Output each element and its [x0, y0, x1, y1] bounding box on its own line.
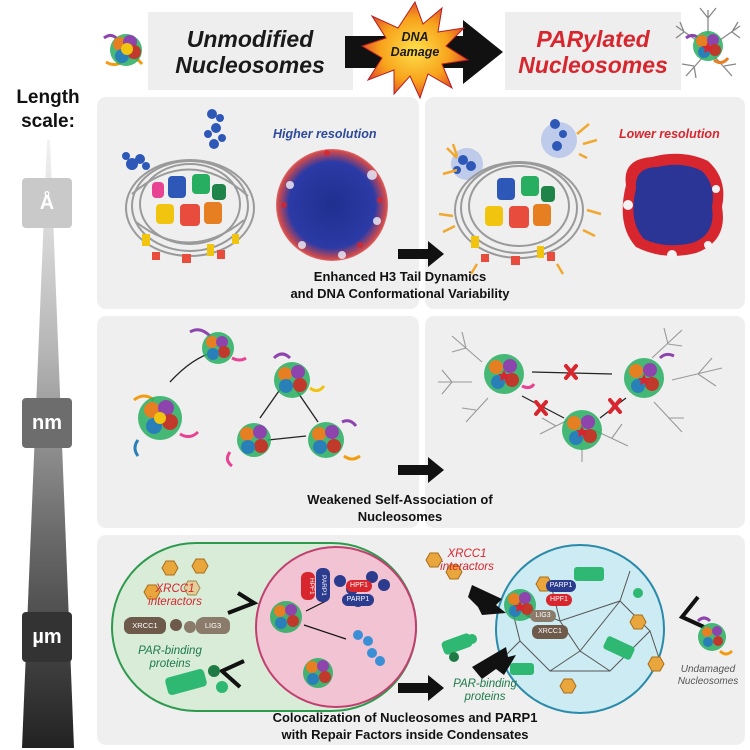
higher-resolution-label: Higher resolution [273, 127, 377, 141]
parylated-title: PARylated Nucleosomes [518, 26, 668, 78]
parp1-pill-left-b: PARP1 [342, 594, 374, 606]
row2-caption: Weakened Self-Association of Nucleosomes [307, 492, 493, 524]
hpf1-pill-right: HPF1 [546, 594, 572, 606]
row2-arrow [398, 457, 444, 483]
lig3-pill-right: LIG3 [530, 610, 556, 622]
xrcc1-pill-right: XRCC1 [532, 625, 568, 639]
par-binding-label-right: PAR-binding proteins [453, 678, 517, 703]
row1-caption: Enhanced H3 Tail Dynamics and DNA Confor… [290, 269, 510, 301]
parylated-nucleosome-icon-header [675, 7, 741, 79]
nucleosome-structure-left [122, 109, 255, 263]
row3-arrow [398, 675, 444, 701]
parylated-header-box [505, 12, 681, 90]
length-scale-title: Length scale: [16, 87, 80, 132]
lower-resolution-label: Lower resolution [619, 127, 720, 141]
condensate-capsule-left [111, 542, 417, 712]
parylated-cluster-right [438, 327, 723, 462]
dna-damage-burst [360, 0, 470, 100]
nucleosome-icon-header-left [103, 33, 144, 67]
density-map-high-res [276, 149, 388, 261]
hpf1-pill-left-a: HPF1 [301, 572, 315, 600]
xrcc1-pill-left: XRCC1 [124, 618, 166, 634]
xrcc1-interactors-label-left: XRCC1 interactors [148, 583, 202, 608]
row1-arrow [398, 241, 444, 267]
parp1-pill-left-a: PARP1 [316, 568, 330, 602]
par-binding-label-left: PAR-binding proteins [138, 645, 202, 670]
scale-tick-angstrom: Å [22, 178, 72, 228]
dna-damage-label: DNA Damage [390, 30, 440, 59]
hpf1-pill-left-b: HPF1 [346, 580, 372, 592]
nucleosome-structure-right [438, 119, 602, 275]
unmodified-header-box [148, 12, 353, 90]
scale-tick-um: µm [22, 612, 72, 662]
xrcc1-interactors-label-right: XRCC1 interactors [440, 548, 494, 573]
lig3-pill-left: LIG3 [196, 618, 230, 634]
scale-tick-nm: nm [22, 398, 72, 448]
nucleosome-cluster-left [133, 328, 361, 468]
undamaged-nucleosomes-label: Undamaged Nucleosomes [677, 664, 739, 687]
row3-caption: Colocalization of Nucleosomes and PARP1 … [272, 710, 538, 742]
parp1-pill-right: PARP1 [546, 580, 576, 592]
unmodified-title: Unmodified Nucleosomes [175, 26, 325, 78]
density-map-low-res [622, 153, 724, 260]
